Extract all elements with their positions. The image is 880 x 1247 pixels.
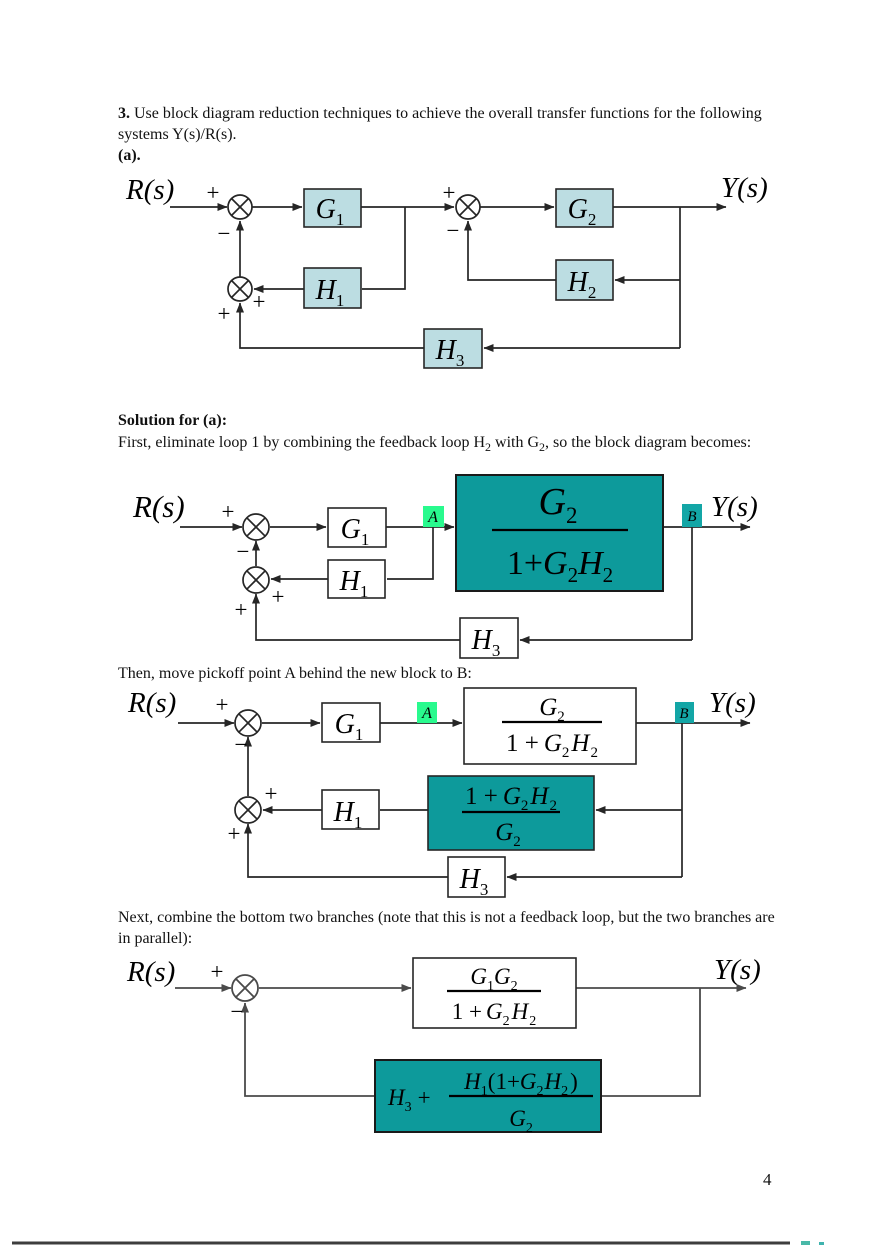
block-g1: G1 — [321, 702, 381, 744]
inverse-block: 1 +G2H2 G2 — [427, 775, 595, 851]
svg-text:H1(1+G2H2): H1(1+G2H2) — [463, 1069, 578, 1099]
summing-junction — [227, 276, 253, 302]
sign-plus: + — [443, 180, 456, 205]
block-diagram-1: R(s) Y(s) — [125, 172, 768, 370]
svg-text:B: B — [679, 706, 688, 722]
sign-minus: − — [447, 218, 460, 243]
sign-plus: + — [216, 692, 229, 717]
step-2-text: Then, move pickoff point A behind the ne… — [118, 665, 472, 682]
sign-plus: + — [211, 959, 224, 984]
svg-text:G1: G1 — [341, 514, 370, 549]
block-h1: H1 — [327, 559, 386, 601]
svg-text:G1: G1 — [335, 709, 364, 744]
combined-feedback-block: H3+ H1(1+G2H2) G2 — [374, 1059, 602, 1136]
forward-transfer-block: G1G2 1 +G2H2 — [412, 957, 577, 1029]
summing-junction — [455, 194, 481, 220]
summing-junction — [242, 513, 270, 541]
sign-plus: + — [228, 821, 241, 846]
block-h3: H3 — [459, 617, 519, 660]
step-1-text: First, eliminate loop 1 by combining the… — [118, 434, 752, 455]
signal-label-output: Y(s) — [721, 172, 768, 204]
svg-text:A: A — [421, 705, 432, 722]
signal-label-input: R(s) — [127, 687, 176, 719]
svg-text:G2: G2 — [539, 694, 565, 725]
block-diagram-3: R(s) Y(s) — [127, 687, 756, 899]
solution-heading: Solution for (a): — [118, 412, 228, 429]
step-3-text: Next, combine the bottom two branches (n… — [118, 909, 775, 947]
svg-text:H1: H1 — [339, 566, 369, 601]
sign-plus: + — [218, 301, 231, 326]
connectors — [170, 203, 727, 352]
summing-junction — [242, 566, 270, 594]
signal-label-output: Y(s) — [714, 954, 761, 986]
sign-minus: − — [231, 999, 244, 1024]
block-h2: H2 — [555, 259, 614, 302]
connectors — [175, 984, 747, 1097]
svg-text:1 +G2H2: 1 +G2H2 — [506, 730, 598, 761]
svg-text:H3+: H3+ — [387, 1085, 431, 1115]
pickoff-label-b: B — [675, 702, 694, 723]
block-g2: G2 — [555, 188, 614, 229]
block-diagram-2: R(s) Y(s) — [132, 474, 758, 660]
sign-plus: + — [272, 584, 285, 609]
sign-plus: + — [235, 597, 248, 622]
block-h1: H1 — [321, 789, 380, 832]
svg-text:1+G2H2: 1+G2H2 — [507, 545, 613, 587]
pickoff-label-a: A — [423, 506, 444, 527]
page-number: 4 — [763, 1170, 772, 1189]
part-label: (a). — [118, 147, 141, 164]
transfer-block-g2-feedback: G2 1+G2H2 — [455, 474, 664, 592]
summing-junction — [234, 796, 262, 824]
block-h1: H1 — [303, 267, 362, 310]
scan-artifact-speck — [819, 1242, 824, 1245]
svg-text:H3: H3 — [471, 625, 501, 660]
sign-plus: + — [207, 180, 220, 205]
svg-text:1 +G2H2: 1 +G2H2 — [465, 783, 557, 814]
signal-label-output: Y(s) — [711, 491, 758, 523]
problem-number: 3. — [118, 105, 130, 122]
pickoff-label-a: A — [417, 702, 437, 723]
sign-plus: + — [265, 781, 278, 806]
svg-text:G2: G2 — [539, 481, 578, 528]
summing-junction — [234, 709, 262, 737]
sign-plus: + — [253, 289, 266, 314]
sign-minus: − — [237, 539, 250, 564]
block-g1: G1 — [327, 507, 387, 549]
svg-text:H3: H3 — [459, 864, 489, 899]
sign-plus: + — [222, 499, 235, 524]
svg-text:G2: G2 — [509, 1106, 533, 1136]
scan-artifact-speck — [801, 1241, 810, 1245]
pickoff-label-b: B — [682, 504, 702, 527]
svg-text:A: A — [427, 509, 438, 526]
svg-text:G1G2: G1G2 — [470, 964, 517, 994]
svg-text:H2: H2 — [567, 267, 597, 302]
problem-statement: 3. Use block diagram reduction technique… — [118, 103, 780, 166]
svg-text:H1: H1 — [333, 797, 363, 832]
svg-text:H3: H3 — [435, 335, 465, 370]
transfer-block-g2-feedback: G2 1 +G2H2 — [463, 687, 637, 765]
problem-text: Use block diagram reduction techniques t… — [118, 105, 762, 143]
svg-text:B: B — [687, 509, 696, 525]
signal-label-input: R(s) — [125, 174, 174, 206]
svg-text:1 +G2H2: 1 +G2H2 — [452, 999, 536, 1029]
signal-label-output: Y(s) — [709, 687, 756, 719]
summing-junction — [231, 974, 259, 1002]
svg-text:G2: G2 — [568, 194, 597, 229]
connectors — [180, 523, 751, 644]
svg-text:G2: G2 — [495, 819, 521, 850]
block-h3: H3 — [423, 328, 483, 370]
block-g1: G1 — [303, 188, 362, 229]
block-diagram-4: R(s) Y(s) + − G1G2 1 +G2H2 — [126, 954, 761, 1136]
summing-junction — [227, 194, 253, 220]
block-h3: H3 — [447, 856, 506, 899]
svg-text:H1: H1 — [315, 275, 345, 310]
sign-minus: − — [218, 221, 231, 246]
svg-text:G1: G1 — [316, 194, 345, 229]
signal-label-input: R(s) — [132, 489, 185, 524]
sign-minus: − — [235, 732, 248, 757]
signal-label-input: R(s) — [126, 956, 175, 988]
